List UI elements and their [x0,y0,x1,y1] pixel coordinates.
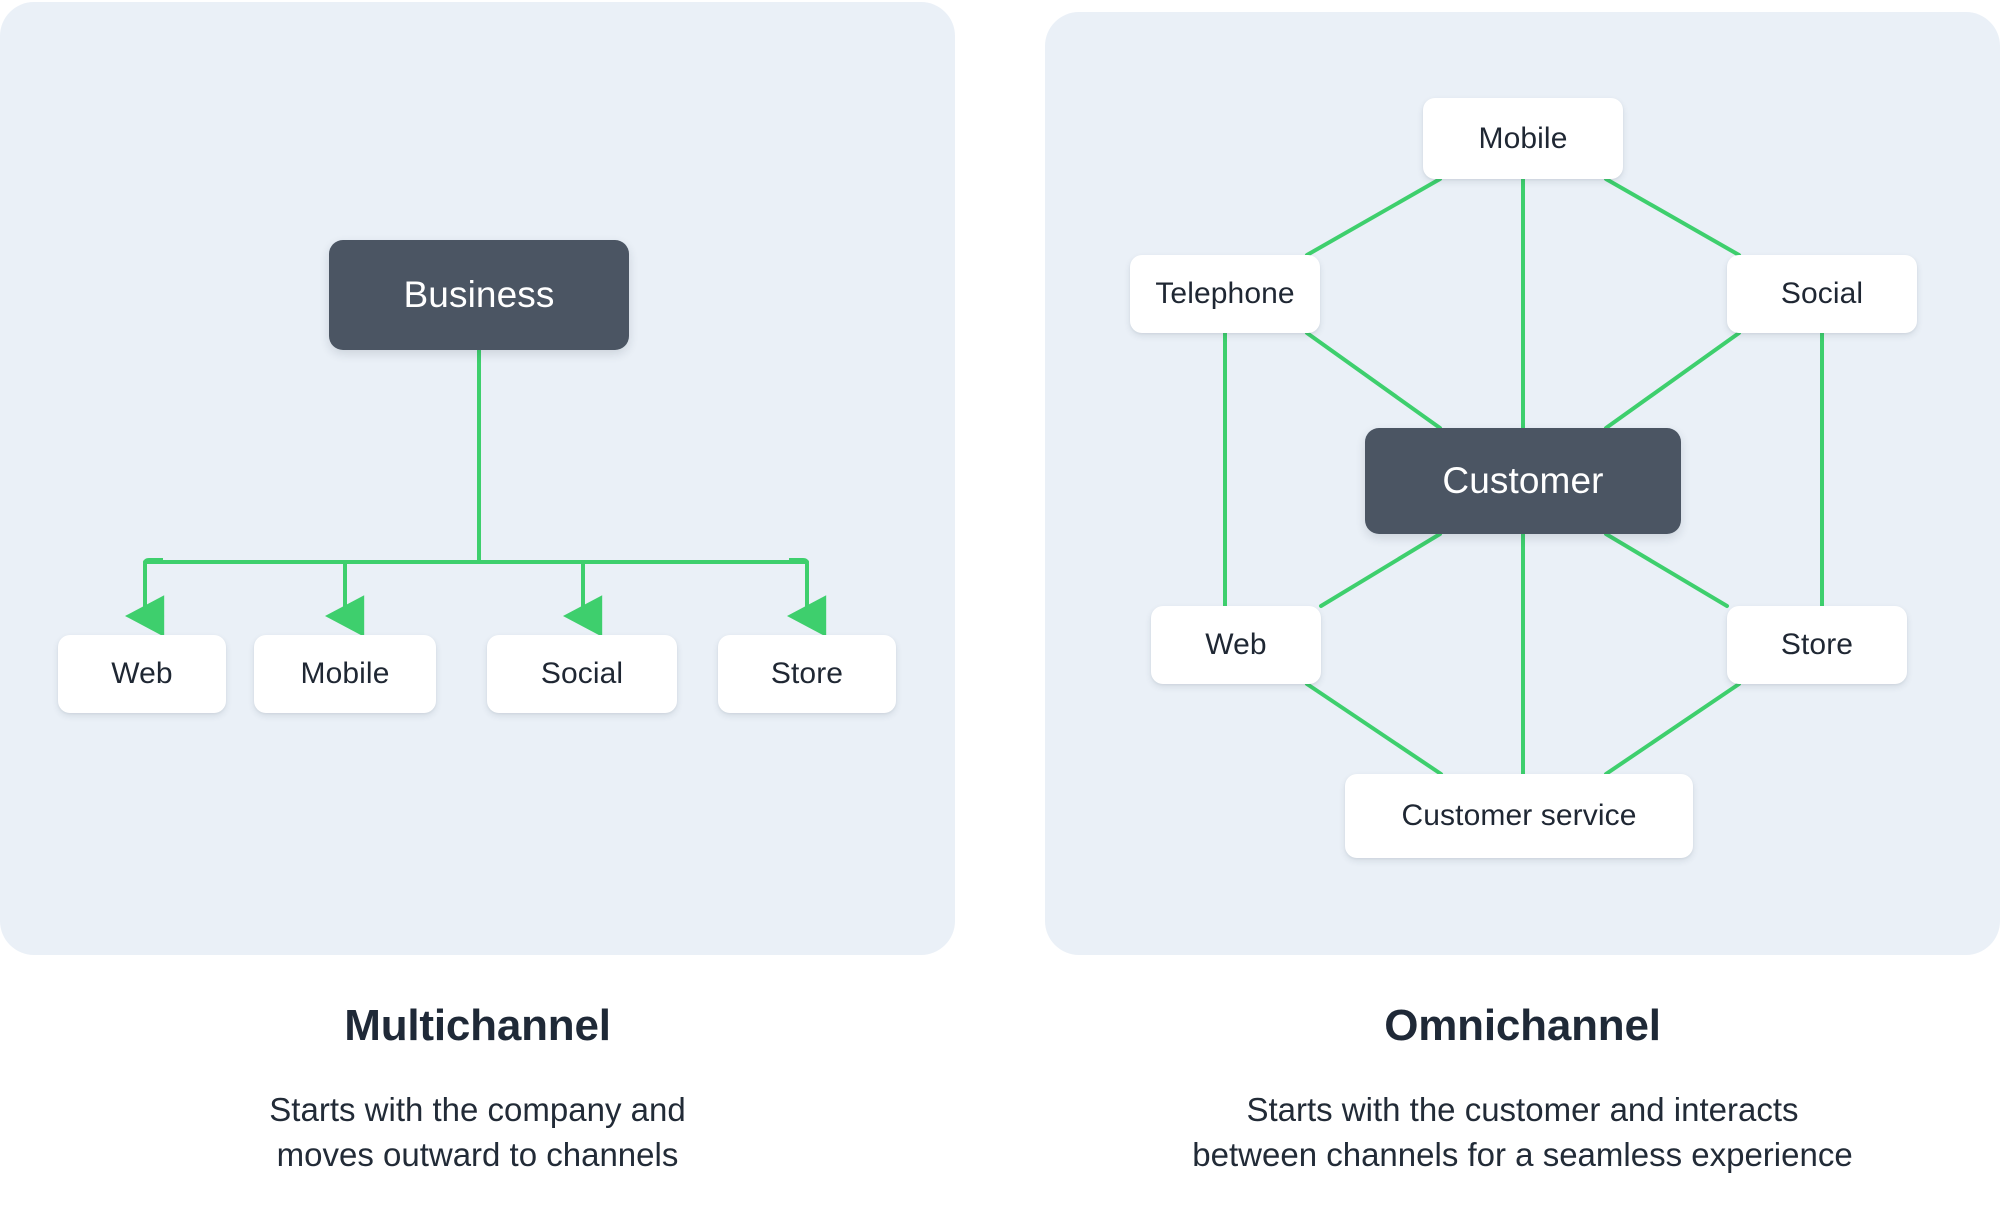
edge-mobile-social [1604,177,1741,257]
node-store-label: Store [1780,628,1854,661]
node-mobile[interactable]: Mobile [1423,98,1623,179]
node-social-label: Social [540,657,624,690]
node-store-label: Store [770,657,844,690]
node-social-label: Social [1780,277,1864,310]
node-customer-label: Customer [1442,460,1604,501]
multichannel-title: Multichannel [344,1001,611,1050]
node-mobile-label: Mobile [300,657,390,690]
edge-social-customer [1604,331,1741,430]
node-store[interactable]: Store [718,635,896,713]
node-social[interactable]: Social [1727,255,1917,333]
omnichannel-description: Starts with the customer and interacts b… [1045,1087,2000,1178]
edge-telephone-customer [1305,331,1442,430]
node-business-label: Business [403,274,555,315]
node-customer-service[interactable]: Customer service [1345,774,1693,858]
omnichannel-caption: Omnichannel Starts with the customer and… [1045,1000,2000,1178]
node-web-label: Web [1205,628,1267,661]
omnichannel-title: Omnichannel [1384,1001,1661,1050]
omnichannel-description-line-1: Starts with the customer and interacts [1246,1090,1799,1128]
node-telephone-label: Telephone [1155,277,1295,310]
node-web[interactable]: Web [1151,606,1321,684]
node-mobile-label: Mobile [1478,121,1568,155]
multichannel-description-line-1: Starts with the company and [269,1090,686,1128]
edge-store-customer [1604,532,1729,608]
node-mobile[interactable]: Mobile [254,635,436,713]
multichannel-connectors [125,350,827,637]
multichannel-description-line-2: moves outward to channels [276,1136,679,1174]
edge-web-service [1305,682,1443,776]
edge-store-service [1604,682,1741,776]
node-customer-service-label: Customer service [1401,799,1637,832]
corner-right [789,558,809,578]
node-web-label: Web [111,657,173,690]
edge-web-customer [1319,532,1442,608]
node-business[interactable]: Business [329,240,629,350]
node-telephone[interactable]: Telephone [1130,255,1320,333]
omnichannel-panel: Mobile Telephone Social Customer Web Sto… [1045,12,2000,955]
node-social[interactable]: Social [487,635,677,713]
corner-left [143,558,163,578]
node-store[interactable]: Store [1727,606,1907,684]
edge-mobile-telephone [1305,177,1442,257]
multichannel-description: Starts with the company and moves outwar… [0,1087,955,1178]
multichannel-panel: Business Web Mobile Social Store [0,2,955,955]
node-web[interactable]: Web [58,635,226,713]
node-customer[interactable]: Customer [1365,428,1681,534]
multichannel-caption: Multichannel Starts with the company and… [0,1000,955,1178]
omnichannel-description-line-2: between channels for a seamless experien… [1192,1136,1853,1174]
